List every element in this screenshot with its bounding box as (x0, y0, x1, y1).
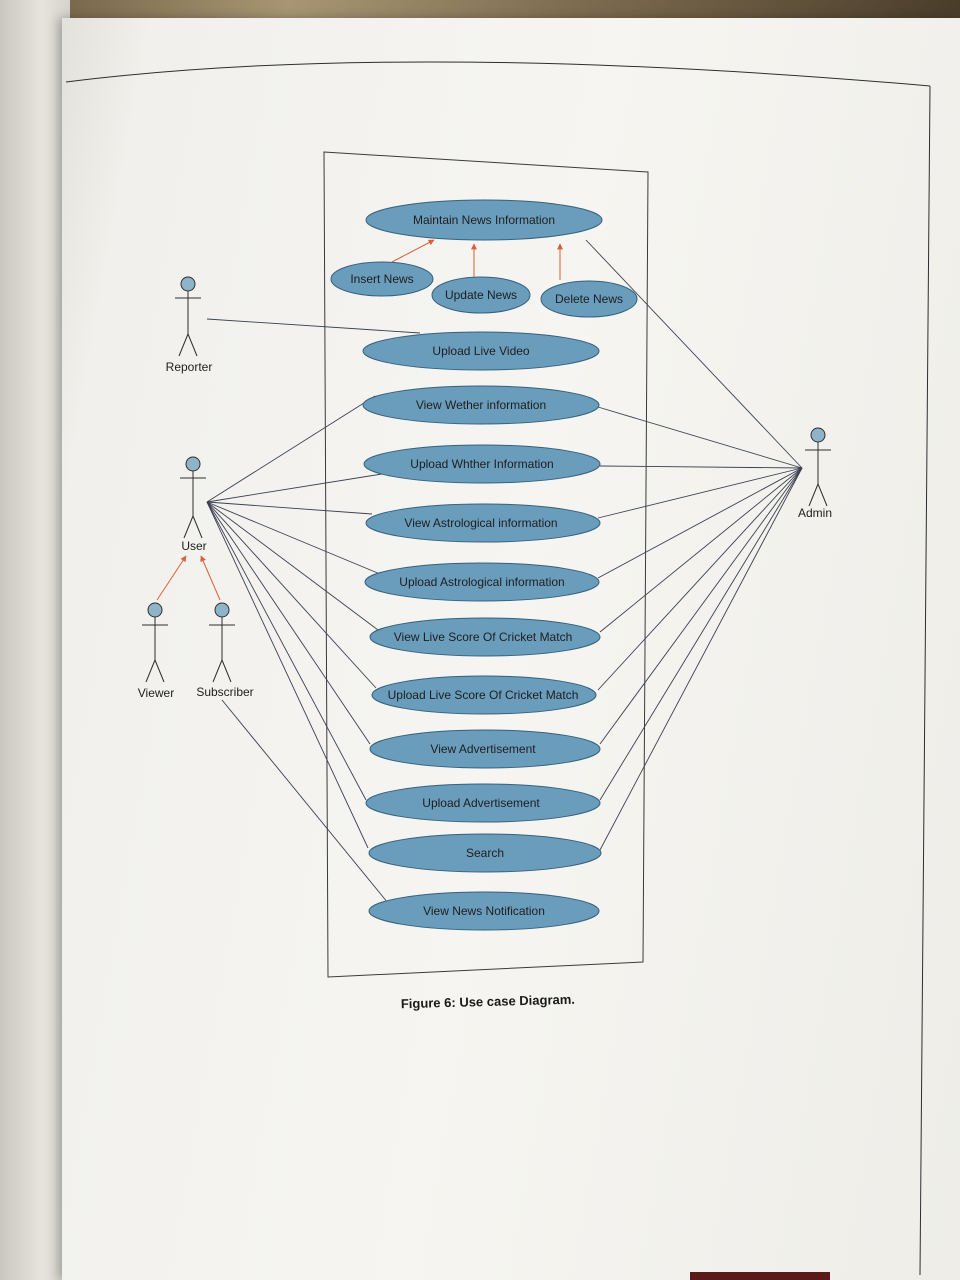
use-case-upload-live-video-label: Upload Live Video (432, 344, 530, 358)
use-case-view-weather: View Wether information (362, 385, 600, 425)
use-case-search-label: Search (466, 846, 504, 860)
actor-admin-label: Admin (798, 506, 832, 520)
use-case-upload-live-video: Upload Live Video (362, 331, 600, 371)
system-boundary (323, 151, 649, 978)
use-cases: Maintain News Information Insert News Up… (330, 199, 638, 931)
actor-subscriber-label: Subscriber (196, 685, 253, 699)
use-case-upload-cricket-score-label: Upload Live Score Of Cricket Match (388, 688, 579, 702)
use-case-view-advertisement-label: View Advertisement (430, 742, 536, 756)
actor-admin: Admin (798, 427, 832, 520)
actor-reporter-label: Reporter (166, 360, 213, 374)
use-case-view-advertisement: View Advertisement (369, 729, 601, 769)
use-case-search: Search (368, 833, 602, 873)
generalization-arrows-user (156, 555, 221, 601)
use-case-view-cricket-score-label: View Live Score Of Cricket Match (394, 630, 573, 644)
use-case-maintain-news: Maintain News Information (365, 199, 603, 241)
page-border-right (919, 85, 931, 1276)
association-lines (206, 239, 803, 904)
page-border-top (65, 61, 931, 87)
use-case-view-news-notification: View News Notification (368, 891, 600, 931)
use-case-delete-news-label: Delete News (555, 292, 623, 306)
use-case-upload-weather: Upload Whther Information (363, 444, 601, 484)
actor-user-label: User (181, 539, 206, 553)
figure-caption: Figure 6: Use case Diagram. (401, 992, 575, 1012)
actor-user: User (180, 456, 207, 553)
use-case-view-astrological: View Astrological information (365, 503, 601, 543)
actor-subscriber-head (214, 602, 230, 618)
actor-subscriber: Subscriber (196, 602, 254, 699)
use-case-insert-news: Insert News (330, 261, 434, 297)
use-case-delete-news: Delete News (540, 280, 638, 318)
use-case-view-weather-label: View Wether information (416, 398, 546, 412)
use-case-maintain-news-label: Maintain News Information (413, 213, 555, 227)
use-case-update-news: Update News (431, 276, 531, 314)
actor-viewer-label: Viewer (138, 686, 174, 700)
actor-admin-head (810, 427, 826, 443)
use-case-view-news-notification-label: View News Notification (423, 904, 545, 918)
use-case-insert-news-label: Insert News (350, 272, 413, 286)
actor-reporter-head (180, 276, 196, 292)
use-case-upload-astrological-label: Upload Astrological information (399, 575, 564, 589)
use-case-upload-astrological: Upload Astrological information (364, 562, 600, 602)
use-case-upload-advertisement: Upload Advertisement (365, 783, 601, 823)
use-case-upload-cricket-score: Upload Live Score Of Cricket Match (371, 675, 597, 715)
actor-reporter: Reporter (166, 276, 213, 374)
generalization-arrows-news (391, 239, 563, 280)
use-case-view-astrological-label: View Astrological information (404, 516, 557, 530)
use-case-upload-weather-label: Upload Whther Information (410, 457, 553, 471)
book-cover-edge (690, 1272, 830, 1280)
use-case-view-cricket-score: View Live Score Of Cricket Match (369, 617, 601, 657)
actor-viewer-head (147, 602, 163, 618)
actor-viewer: Viewer (138, 602, 174, 700)
facing-page-edge (0, 0, 70, 1280)
use-case-upload-advertisement-label: Upload Advertisement (422, 796, 540, 810)
use-case-update-news-label: Update News (445, 288, 517, 302)
actor-user-head (185, 456, 201, 472)
